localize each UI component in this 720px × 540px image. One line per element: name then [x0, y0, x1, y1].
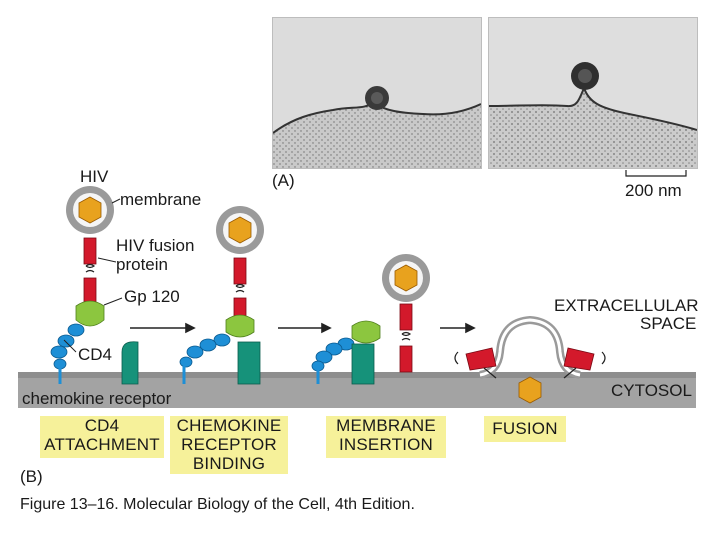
stage-plate-cd4-attachment: CD4 ATTACHMENT — [40, 416, 164, 458]
stage-label: ATTACHMENT — [44, 435, 160, 454]
step-arrow-3-head — [465, 322, 476, 334]
stage-label: BINDING — [192, 454, 266, 473]
gp120 — [75, 300, 105, 327]
gp120-label: Gp 120 — [124, 287, 180, 306]
stage-label: MEMBRANE — [336, 416, 436, 435]
membrane-label: membrane — [120, 190, 202, 209]
cytosol-label: CYTOSOL — [611, 381, 692, 400]
stage-label: CD4 — [84, 416, 120, 435]
stage-label: CHEMOKINE — [176, 416, 282, 435]
step-arrow-1-head — [185, 322, 196, 334]
fusion-protein — [83, 237, 97, 265]
cd4-chain — [50, 323, 85, 370]
stage-2-graphic — [179, 206, 264, 385]
chemokine-receptor — [121, 341, 139, 385]
panel-b-label: (B) — [20, 467, 43, 486]
stage-label: INSERTION — [338, 435, 434, 454]
extracellular-label-1: EXTRACELLULAR — [554, 296, 699, 315]
figure-caption: Figure 13–16. Molecular Biology of the C… — [20, 496, 415, 513]
stage-label: FUSION — [492, 419, 558, 438]
scale-bar — [625, 170, 687, 177]
stage-1-graphic — [50, 186, 139, 385]
gp120-leader — [103, 297, 123, 306]
virus-core — [78, 196, 102, 224]
scale-bar-label: 200 nm — [625, 181, 682, 200]
cd4-label: CD4 — [78, 345, 113, 364]
membrane-leader — [111, 198, 121, 204]
micrograph-right — [488, 17, 698, 169]
cd4-leader — [63, 339, 77, 353]
chemokine-receptor-label: chemokine receptor — [22, 389, 172, 408]
micrograph-left — [272, 17, 482, 169]
hiv-label: HIV — [80, 167, 109, 186]
stage-plate-chemokine-binding: CHEMOKINE RECEPTOR BINDING — [170, 416, 288, 474]
stage-4-graphic — [454, 315, 606, 404]
stage-label: RECEPTOR — [181, 435, 277, 454]
fusion-protein-label-1: HIV fusion — [116, 236, 195, 255]
fusion-protein-label-2: protein — [116, 255, 168, 274]
stage-plate-membrane-insertion: MEMBRANE INSERTION — [326, 416, 446, 458]
stage-plate-fusion: FUSION — [484, 416, 566, 442]
extracellular-label-2: SPACE — [640, 314, 697, 333]
stage-3-graphic — [311, 254, 430, 385]
step-arrow-2-head — [321, 322, 332, 334]
fusion-protein-leader — [97, 257, 117, 263]
panel-a-label: (A) — [272, 171, 295, 190]
